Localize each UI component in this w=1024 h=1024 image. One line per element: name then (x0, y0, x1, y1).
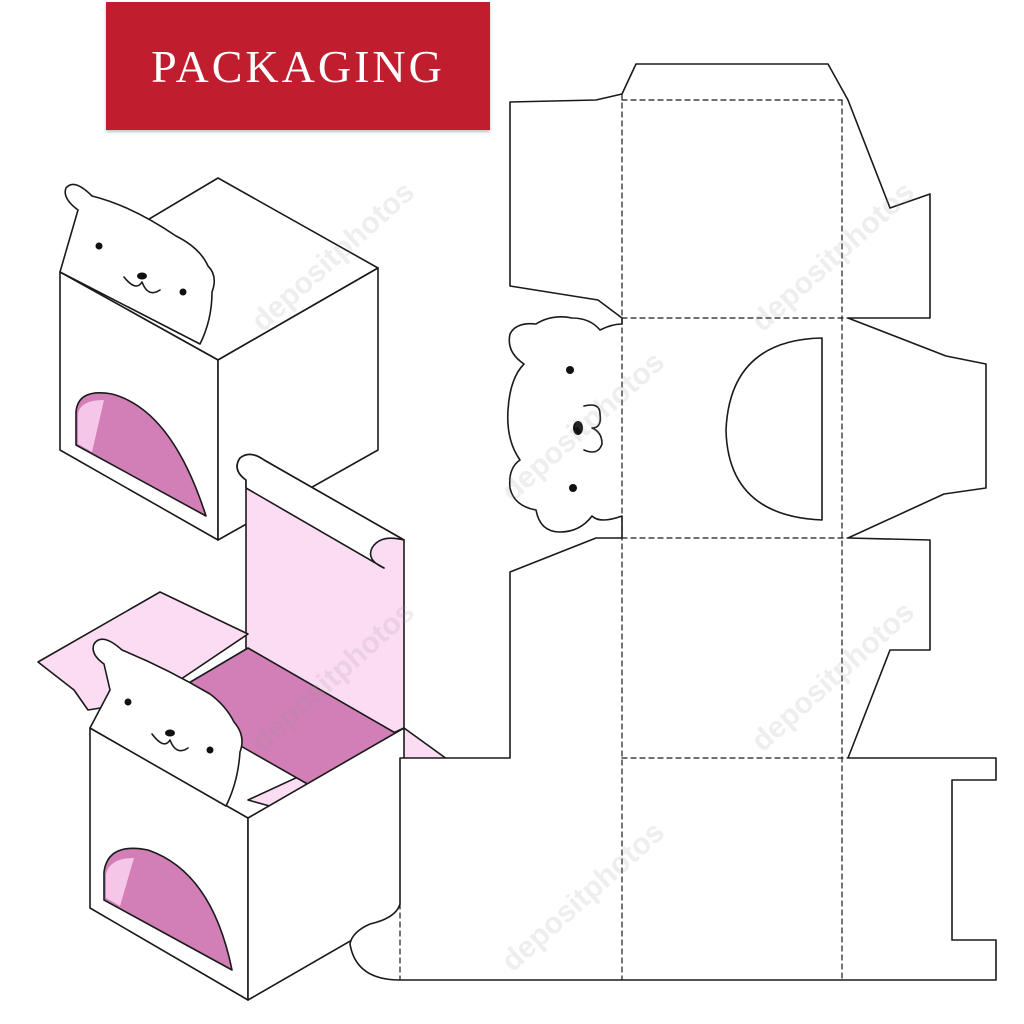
bear-mouth (151, 733, 189, 752)
die-cut-template (349, 63, 997, 981)
bear-eye-left (95, 242, 103, 250)
bear-mouth (123, 276, 161, 294)
template-window-cutout (725, 337, 823, 521)
open-box-window-cutout (103, 847, 233, 971)
template-bear-eye-top (566, 366, 574, 374)
bear-nose (165, 729, 175, 737)
bear-eye-right (179, 288, 187, 296)
box-window-cutout (75, 392, 207, 517)
banner-title: PACKAGING (151, 40, 445, 92)
bear-head-flap-open (89, 638, 243, 807)
fold-lines (399, 93, 849, 981)
bear-eye-left (124, 698, 132, 706)
template-bear-eye-bottom (569, 484, 577, 492)
bear-nose (137, 272, 147, 280)
die-cut-outline (349, 63, 997, 981)
packaging-banner: PACKAGING (106, 2, 490, 130)
assembled-bear-box (59, 177, 379, 541)
template-bear-mouth (583, 404, 603, 453)
bear-head-flap (59, 183, 216, 345)
bear-eye-right (206, 746, 214, 754)
template-bear-nose (573, 421, 583, 435)
